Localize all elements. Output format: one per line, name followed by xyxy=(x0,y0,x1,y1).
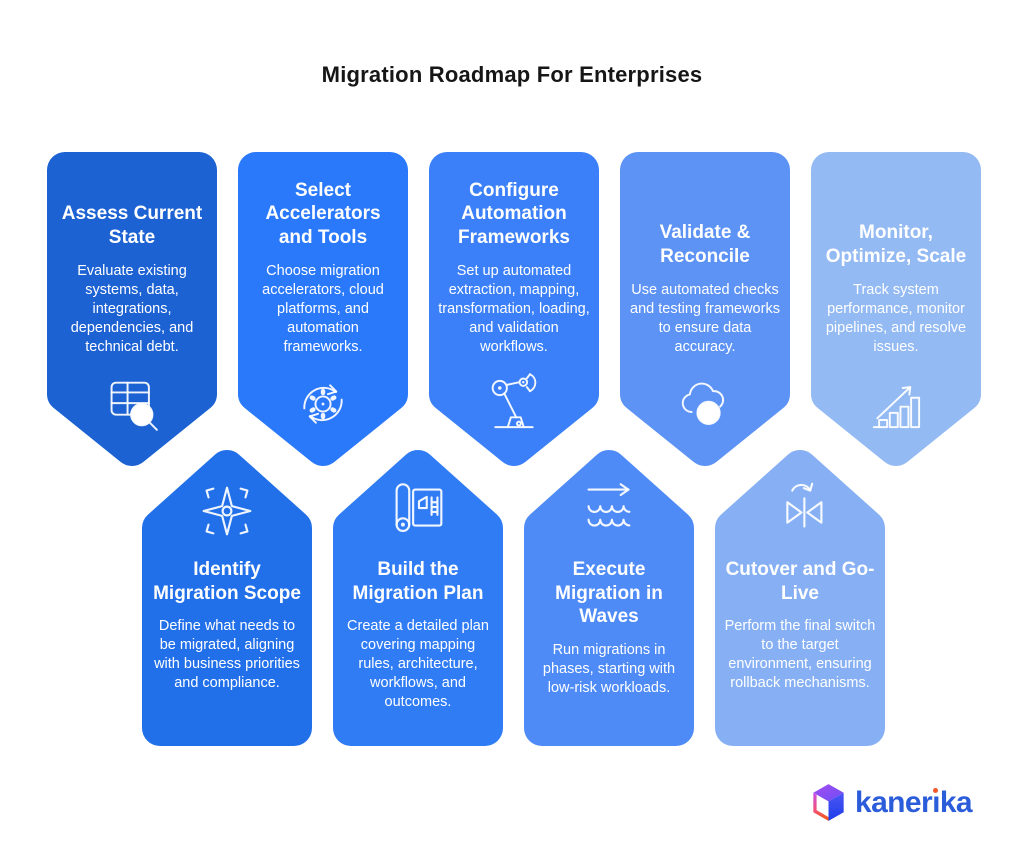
banner-down-shape xyxy=(47,152,217,466)
card-monitor-optimize-scale: Monitor, Optimize, Scale Track system pe… xyxy=(811,152,981,466)
card-title: Monitor, Optimize, Scale xyxy=(825,222,967,267)
wordmark-pre: kaner xyxy=(855,785,933,819)
wordmark-i: ı xyxy=(932,785,940,819)
card-configure-automation: Configure Automation Frameworks Set up a… xyxy=(429,152,599,466)
cutover-switch-icon xyxy=(765,476,835,546)
card-title: Execute Migration in Waves xyxy=(555,559,663,627)
banner-down-shape xyxy=(811,152,981,466)
card-title: Validate & Reconcile xyxy=(659,222,751,267)
card-description: Use automated checks and testing framewo… xyxy=(630,282,780,355)
card-description: Evaluate existing systems, data, integra… xyxy=(70,263,194,355)
wordmark-i-dot xyxy=(933,787,939,793)
compass-star-icon xyxy=(192,476,262,546)
wordmark-post: ka xyxy=(939,785,973,819)
page-title: Migration Roadmap For Enterprises xyxy=(321,62,703,87)
banner-down-shape xyxy=(429,152,599,466)
waves-arrow-icon xyxy=(574,476,644,546)
card-title: Build the Migration Plan xyxy=(352,559,484,604)
card-title: Assess Current State xyxy=(61,203,203,248)
banner-up-shape xyxy=(142,450,312,746)
card-description: Choose migration accelerators, cloud pla… xyxy=(262,263,384,355)
table-search-icon xyxy=(100,372,164,436)
card-description: Perform the final switch to the target e… xyxy=(724,618,876,691)
banner-down-shape xyxy=(620,152,790,466)
growth-chart-icon xyxy=(864,372,928,436)
card-execute-migration-waves: Execute Migration in Waves Run migration… xyxy=(524,450,694,746)
card-validate-reconcile: Validate & Reconcile Use automated check… xyxy=(620,152,790,466)
kanerika-cube-icon xyxy=(813,784,844,821)
card-description: Run migrations in phases, starting with … xyxy=(542,641,676,696)
card-description: Track system performance, monitor pipeli… xyxy=(825,282,967,355)
card-description: Create a detailed plan covering mapping … xyxy=(347,618,489,710)
card-title: Cutover and Go-Live xyxy=(725,559,875,604)
card-assess-current-state: Assess Current State Evaluate existing s… xyxy=(47,152,217,466)
card-title: Identify Migration Scope xyxy=(153,559,301,604)
card-title: Configure Automation Frameworks xyxy=(458,179,570,248)
robot-arm-icon xyxy=(482,372,546,436)
sync-gear-icon xyxy=(291,372,355,436)
card-select-accelerators: Select Accelerators and Tools Choose mig… xyxy=(238,152,408,466)
card-description: Set up automated extraction, mapping, tr… xyxy=(438,263,590,355)
cloud-check-icon xyxy=(673,372,737,436)
card-identify-migration-scope: Identify Migration Scope Define what nee… xyxy=(142,450,312,746)
card-build-migration-plan: Build the Migration Plan Create a detail… xyxy=(333,450,503,746)
banner-up-shape xyxy=(333,450,503,746)
blueprint-icon xyxy=(383,476,453,546)
banner-up-shape xyxy=(524,450,694,746)
card-cutover-go-live: Cutover and Go-Live Perform the final sw… xyxy=(715,450,885,746)
card-title: Select Accelerators and Tools xyxy=(265,179,381,248)
card-description: Define what needs to be migrated, aligni… xyxy=(154,618,300,691)
banner-up-shape xyxy=(715,450,885,746)
banner-down-shape xyxy=(238,152,408,466)
